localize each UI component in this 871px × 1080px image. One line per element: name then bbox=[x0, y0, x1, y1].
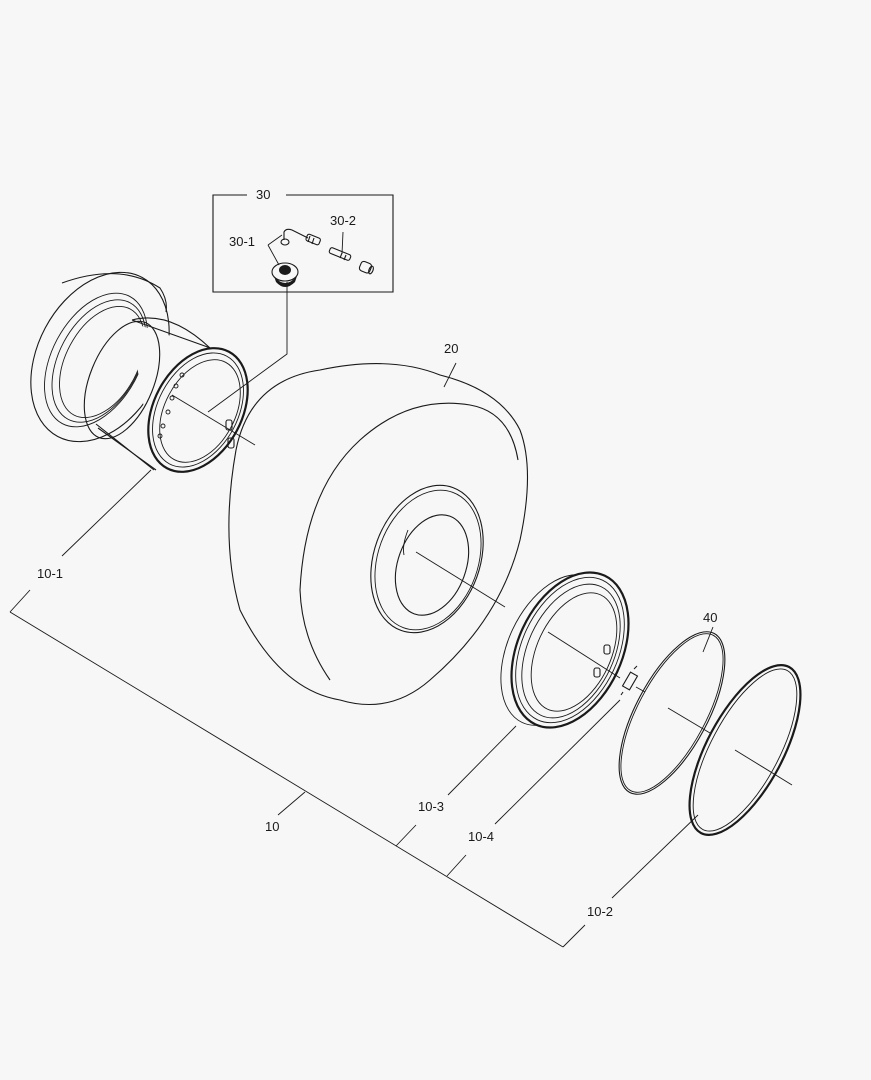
callout-30: 30 bbox=[256, 187, 270, 202]
side-ring-10-3[interactable] bbox=[479, 554, 652, 747]
callout-20: 20 bbox=[444, 341, 458, 356]
valve-kit-box-30[interactable] bbox=[207, 194, 394, 413]
rim-base-10-1[interactable] bbox=[3, 248, 268, 489]
leader-lines bbox=[9, 362, 714, 948]
callout-10-1: 10-1 bbox=[37, 566, 63, 581]
o-ring-40[interactable] bbox=[598, 617, 746, 810]
valve-core-30-2[interactable] bbox=[328, 247, 375, 275]
callout-10-3: 10-3 bbox=[418, 799, 444, 814]
valve-base-30-1[interactable] bbox=[271, 228, 321, 287]
callout-10: 10 bbox=[265, 819, 279, 834]
callout-30-1: 30-1 bbox=[229, 234, 255, 249]
callout-40: 40 bbox=[703, 610, 717, 625]
tire-20[interactable] bbox=[228, 363, 528, 706]
driver-key-10-4[interactable] bbox=[620, 665, 646, 696]
lock-ring-10-2[interactable] bbox=[667, 649, 822, 851]
callout-10-4: 10-4 bbox=[468, 829, 494, 844]
callout-30-2: 30-2 bbox=[330, 213, 356, 228]
callout-10-2: 10-2 bbox=[587, 904, 613, 919]
